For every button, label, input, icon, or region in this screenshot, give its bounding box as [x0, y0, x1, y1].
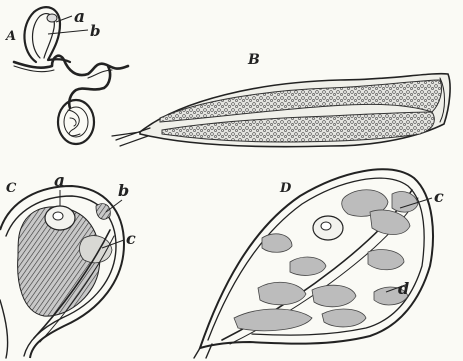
panel-c-label-c: c: [126, 229, 136, 248]
panel-c-label-b: b: [118, 181, 129, 200]
panel-c: C a b c: [0, 171, 136, 358]
panel-d-cell: [262, 234, 292, 252]
panel-a-title: A: [4, 29, 16, 44]
panel-c-title: C: [6, 181, 17, 196]
panel-d-label-d: d: [398, 279, 409, 298]
panel-b: B: [112, 52, 450, 147]
panel-d-cell: [258, 282, 306, 304]
panel-a-label-b: b: [90, 22, 101, 40]
panel-c-cell-b: [96, 204, 110, 220]
panel-d-cell: [312, 285, 356, 307]
panel-b-title: B: [247, 52, 260, 68]
panel-a-upper-sac: [24, 7, 70, 62]
panel-d-cell: [368, 250, 404, 270]
panel-d-cell: [322, 309, 366, 327]
panel-d-cell: [392, 192, 418, 212]
panel-d-cell: [290, 257, 326, 275]
panel-d-cell: [234, 309, 312, 331]
panel-a: A a b: [4, 7, 128, 144]
panel-d-title: D: [279, 181, 292, 196]
panel-d: D c d: [194, 169, 444, 358]
panel-d-label-c: c: [434, 187, 444, 206]
panel-a-label-a: a: [74, 7, 85, 27]
panel-c-label-a: a: [54, 171, 65, 191]
panel-a-nucleus: [47, 14, 57, 22]
panel-d-cell: [370, 210, 410, 235]
